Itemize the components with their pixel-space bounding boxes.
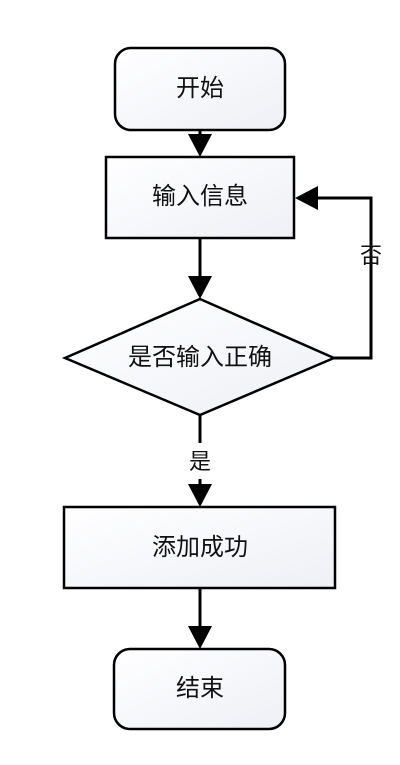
add-success-label: 添加成功 (152, 533, 248, 561)
arrowhead-to-input-right (295, 186, 318, 210)
input-info-label: 输入信息 (152, 182, 248, 210)
edge-label-yes: 是 (189, 450, 211, 475)
start-node-label: 开始 (176, 74, 224, 102)
end-node-label: 结束 (176, 674, 224, 702)
arrowhead-to-success (188, 484, 212, 507)
arrowhead-to-check (188, 276, 212, 299)
input-info-node (104, 155, 296, 240)
start-node (113, 46, 287, 132)
edge-label-no: 否 (360, 244, 382, 269)
arrowhead-to-end (188, 626, 212, 649)
edges (198, 130, 373, 632)
arrowheads (188, 134, 318, 649)
check-input-label: 是否输入正确 (128, 343, 272, 371)
end-node (112, 647, 287, 731)
check-input-decision (61, 297, 338, 417)
add-success-node (62, 505, 337, 590)
arrowhead-to-input-top (188, 134, 212, 157)
edge-check-to-input-loop (315, 196, 373, 360)
